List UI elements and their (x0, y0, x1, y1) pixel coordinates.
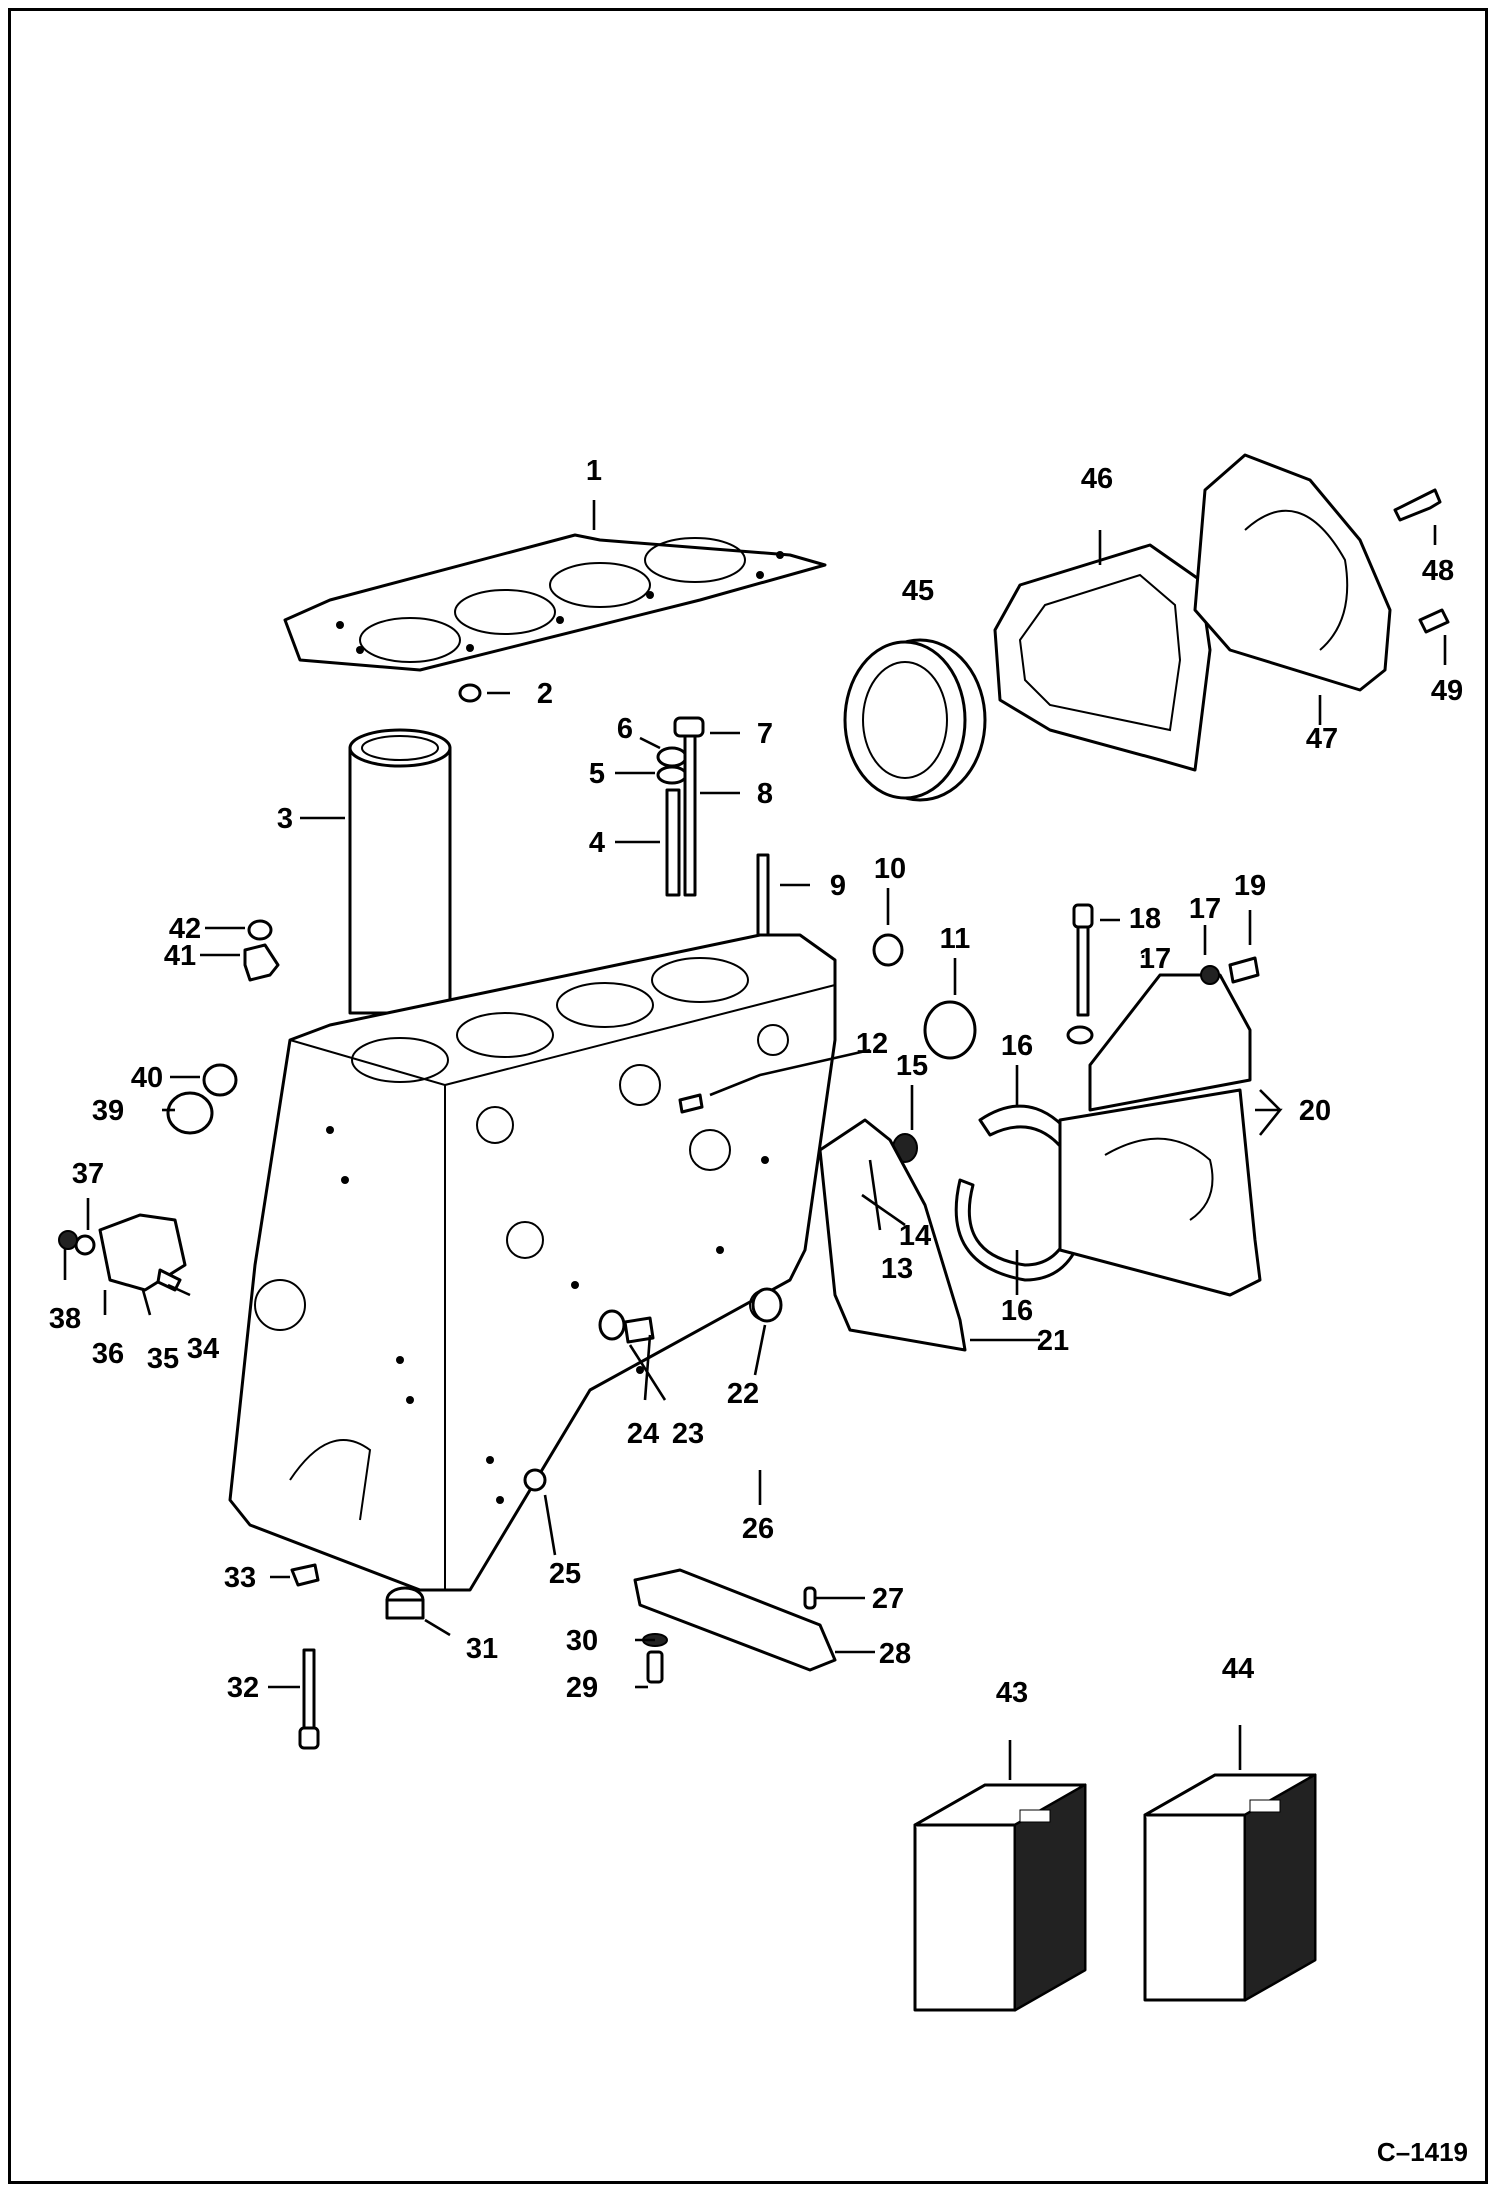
bolt-19 (1228, 956, 1260, 984)
callout-12: 12 (856, 1028, 888, 1060)
dowel-49 (1418, 608, 1450, 634)
drawing-code: C–1419 (1376, 2137, 1468, 2167)
callout-8: 8 (757, 778, 773, 810)
callout-43: 43 (996, 1677, 1028, 1709)
callout-3: 3 (277, 803, 293, 835)
callout-49: 49 (1431, 675, 1463, 707)
washer-24 (598, 1309, 626, 1341)
callout-2: 2 (537, 678, 553, 710)
callout-46: 46 (1081, 463, 1113, 495)
bolt-48 (1393, 488, 1442, 522)
dowel-ring (458, 683, 482, 703)
callout-48: 48 (1422, 555, 1454, 587)
plug-40 (202, 1063, 238, 1097)
callout-16a: 16 (1001, 1030, 1033, 1062)
callout-45: 45 (902, 575, 934, 607)
callout-40: 40 (131, 1062, 163, 1094)
callout-42: 42 (169, 913, 201, 945)
callout-38: 38 (49, 1303, 81, 1335)
callout-13: 13 (881, 1253, 913, 1285)
callout-30: 30 (566, 1625, 598, 1657)
nut-38 (58, 1230, 78, 1250)
plug-10 (872, 933, 904, 967)
sleeve-42 (247, 919, 273, 941)
cylinder-liner (348, 728, 452, 1015)
plug-39 (166, 1091, 214, 1135)
callout-14: 14 (899, 1220, 931, 1252)
rear-seal-housing (1058, 973, 1262, 1297)
callout-21: 21 (1037, 1325, 1069, 1357)
clip-33 (290, 1563, 320, 1587)
rear-gasket (993, 543, 1212, 772)
fitting-41 (243, 943, 280, 982)
stud-8 (673, 716, 705, 897)
callout-39: 39 (92, 1095, 124, 1127)
bolt-32 (298, 1648, 320, 1750)
callout-20: 20 (1299, 1095, 1331, 1127)
gasket-21 (818, 1118, 967, 1352)
bushing-31 (385, 1586, 425, 1620)
callout-18: 18 (1129, 903, 1161, 935)
cylinder-block (228, 933, 837, 1592)
callout-1: 1 (586, 455, 602, 487)
callout-17b: 17 (1189, 893, 1221, 925)
oil-seal (843, 638, 987, 802)
head-gasket (283, 533, 827, 672)
callout-19: 19 (1234, 870, 1266, 902)
callout-24: 24 (627, 1418, 659, 1450)
plug-22 (751, 1287, 783, 1323)
callout-44: 44 (1222, 1653, 1254, 1685)
callout-26: 26 (742, 1513, 774, 1545)
callout-17a: 17 (1139, 943, 1171, 975)
plug-17b (1200, 965, 1220, 985)
callout-28: 28 (879, 1638, 911, 1670)
rear-housing (1193, 453, 1392, 692)
callout-27: 27 (872, 1583, 904, 1615)
dowel-27 (803, 1586, 817, 1610)
callout-32: 32 (227, 1672, 259, 1704)
callout-6: 6 (617, 713, 633, 745)
callout-33: 33 (224, 1562, 256, 1594)
plug-25 (523, 1468, 547, 1492)
callout-7: 7 (757, 718, 773, 750)
callout-31: 31 (466, 1633, 498, 1665)
callout-15: 15 (896, 1050, 928, 1082)
leader-lines (63, 500, 1447, 1780)
bolt-23 (623, 1316, 655, 1344)
callout-41: 41 (164, 940, 196, 972)
plug-12 (678, 1093, 704, 1114)
bolt-29 (646, 1650, 664, 1684)
callout-25: 25 (549, 1558, 581, 1590)
stud-4 (656, 746, 688, 897)
callout-29: 29 (566, 1672, 598, 1704)
callout-36: 36 (92, 1338, 124, 1370)
callout-23: 23 (672, 1418, 704, 1450)
callout-5: 5 (589, 758, 605, 790)
bearing-cap (633, 1568, 837, 1672)
callout-11: 11 (940, 923, 971, 955)
callout-22: 22 (727, 1378, 759, 1410)
callout-37: 37 (72, 1158, 104, 1190)
callout-10: 10 (874, 853, 906, 885)
washer-37 (74, 1234, 96, 1256)
bolt-18 (1072, 903, 1094, 1017)
callout-34: 34 (187, 1333, 219, 1365)
callout-4: 4 (589, 827, 605, 859)
callout-9: 9 (830, 870, 846, 902)
callout-16b: 16 (1001, 1295, 1033, 1327)
bearing-kit-43 (913, 1783, 1087, 2012)
callout-35: 35 (147, 1343, 179, 1375)
callout-labels: 1 2 3 4 5 6 7 8 9 10 11 12 13 14 15 16 1… (49, 455, 1463, 1709)
callout-47: 47 (1306, 723, 1338, 755)
screw-34 (156, 1268, 182, 1292)
bearing-kit-44 (1143, 1773, 1317, 2002)
plug-11 (923, 1000, 977, 1060)
washer-17a (1066, 1025, 1094, 1045)
